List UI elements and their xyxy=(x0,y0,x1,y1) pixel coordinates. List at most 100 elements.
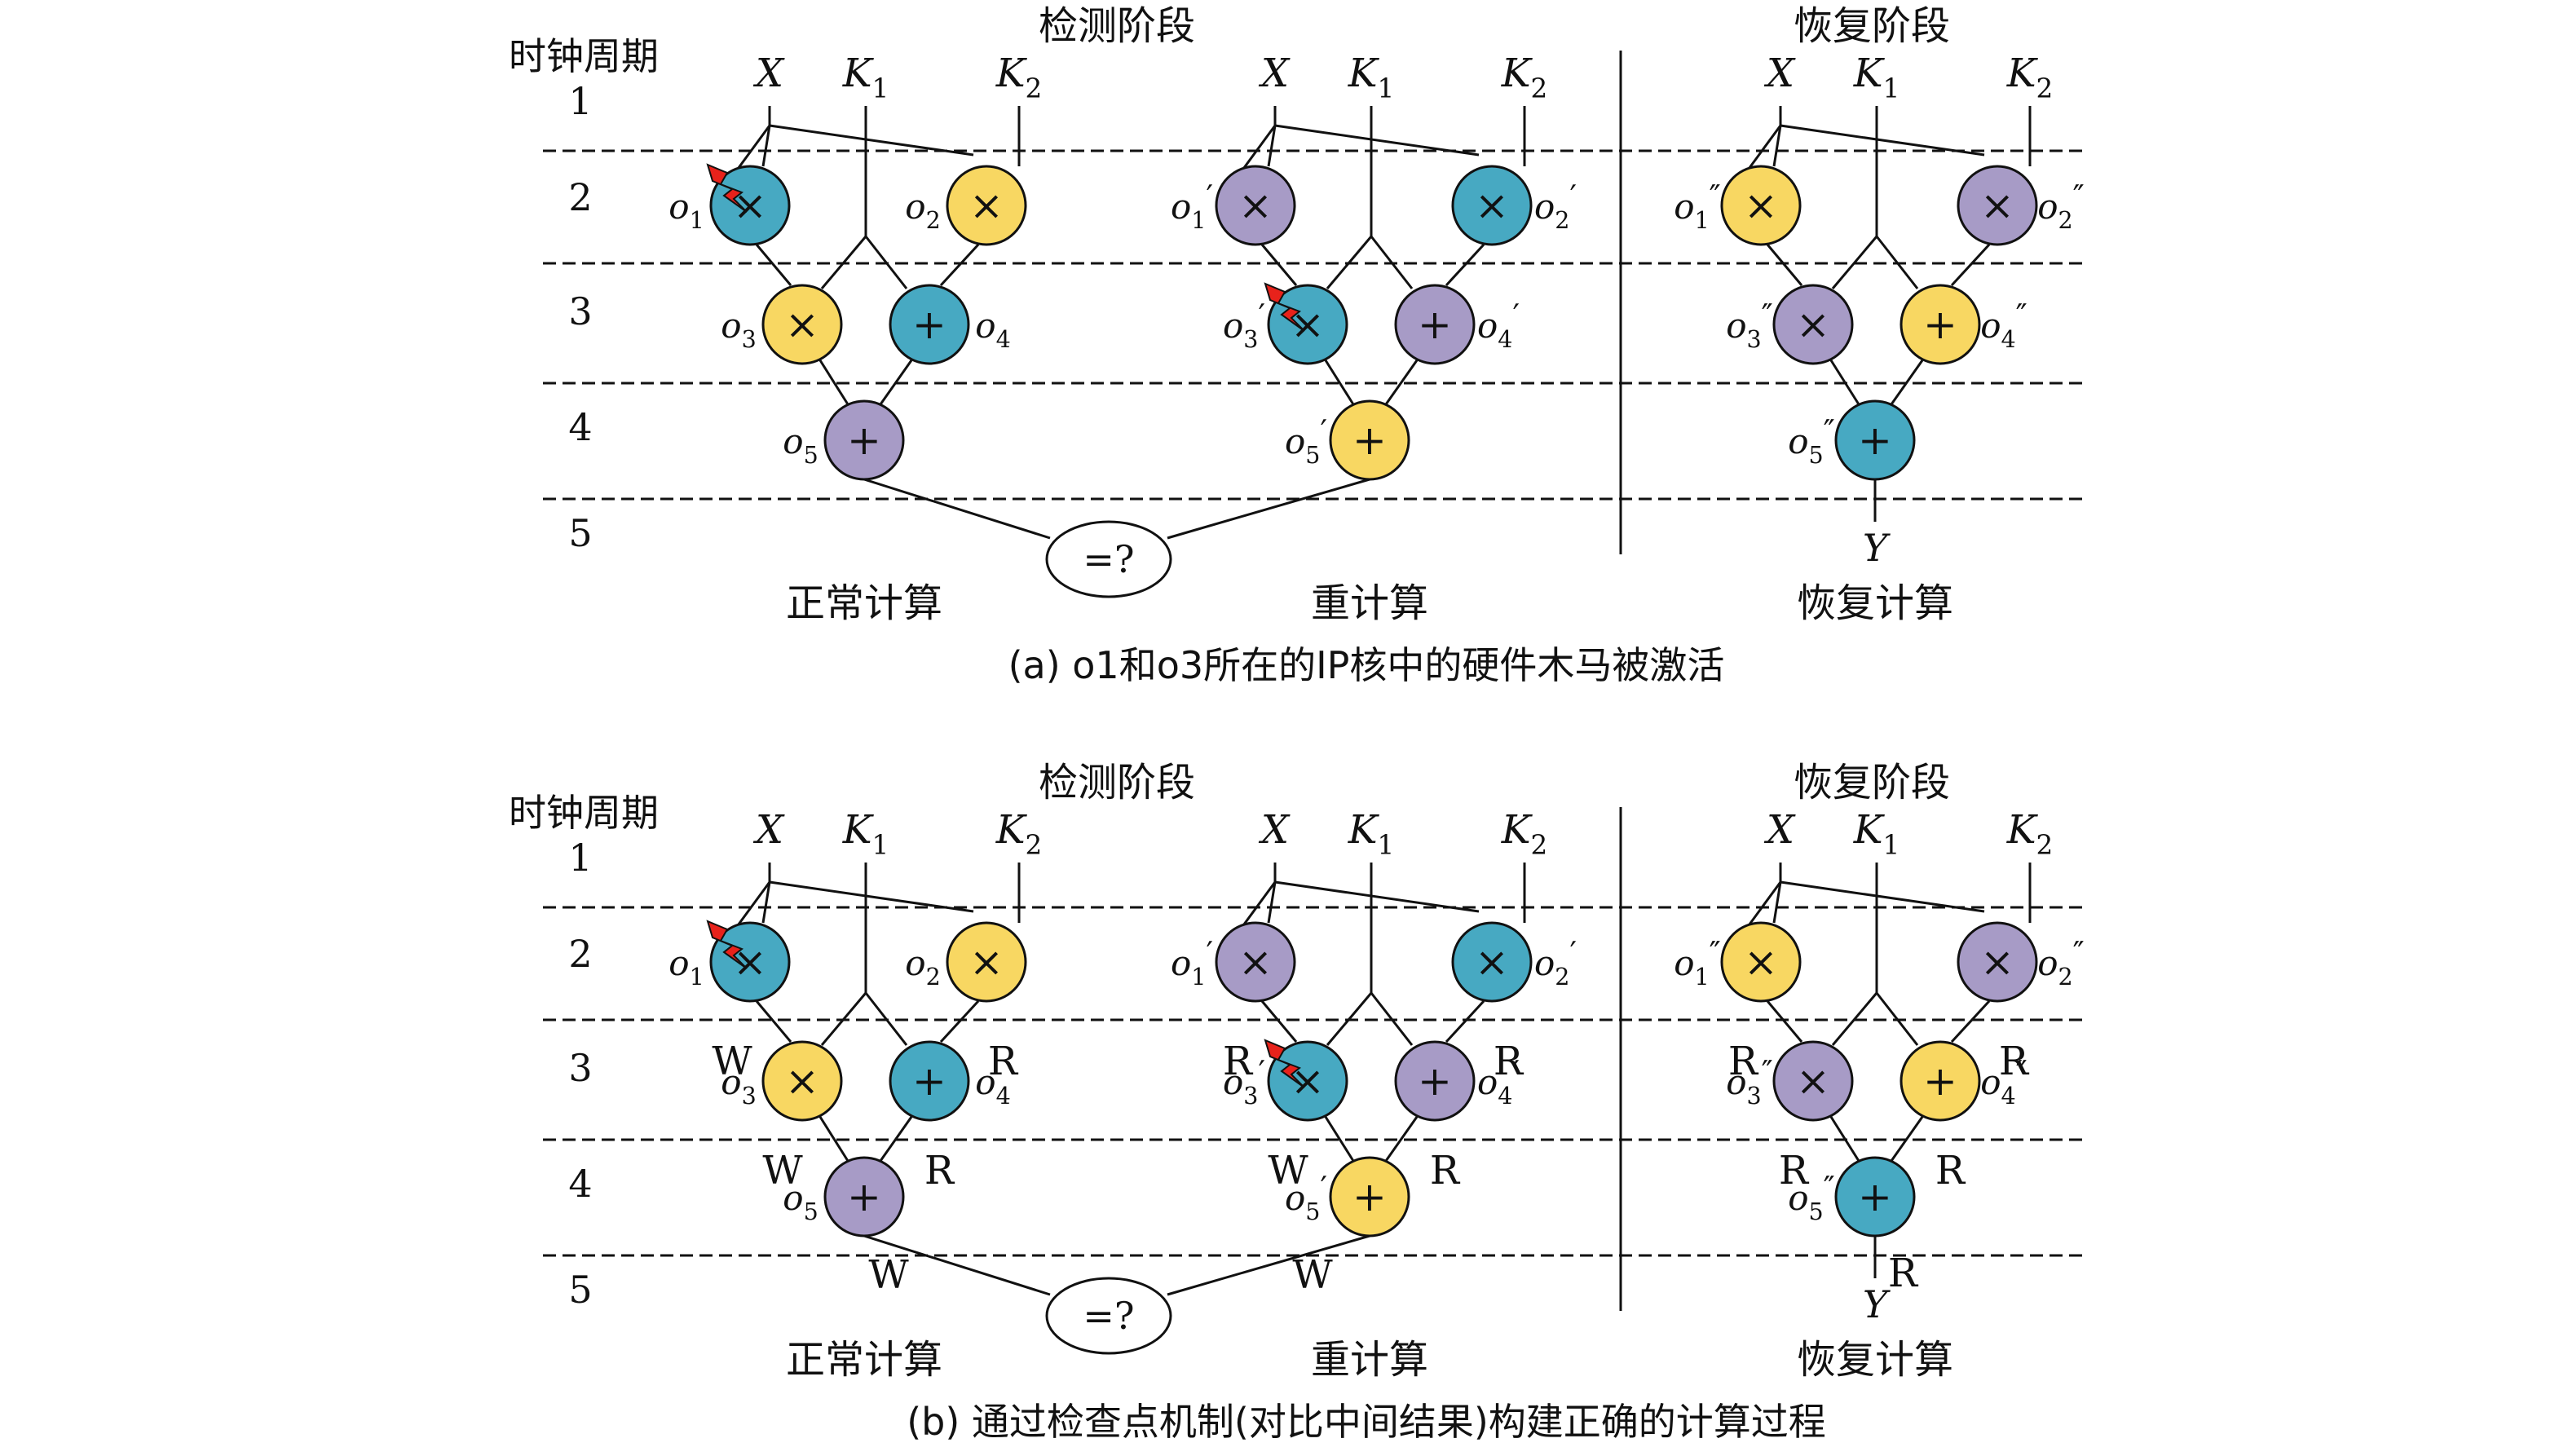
edge xyxy=(769,124,974,157)
node-label-o5: o5″ xyxy=(1788,1170,1835,1225)
operation-node-o1 xyxy=(709,165,791,246)
edge xyxy=(1238,881,1277,932)
operator-symbol: + xyxy=(912,1057,946,1105)
cycle-number: 3 xyxy=(568,289,592,333)
edge xyxy=(732,881,771,932)
node-label-o1: o1′ xyxy=(1171,935,1213,991)
edge xyxy=(761,125,771,167)
edge xyxy=(1772,125,1782,167)
cycle-number: 2 xyxy=(568,932,592,976)
edge xyxy=(1384,1116,1419,1162)
edge xyxy=(755,244,792,286)
node-label-o2: o2 xyxy=(905,943,940,991)
recovery-computation-label: 恢复计算 xyxy=(1797,1337,1953,1383)
edge xyxy=(1743,881,1782,932)
edge xyxy=(1950,243,1991,287)
input-x: X xyxy=(1763,807,1796,853)
read-marker: R xyxy=(1223,1039,1254,1084)
operation-node-o3 xyxy=(1267,1040,1348,1122)
edge xyxy=(939,999,980,1043)
hardware-trojan-icon xyxy=(1264,1039,1305,1088)
node-label-o4: o4 xyxy=(975,1062,1010,1110)
operation-node-o1 xyxy=(709,921,791,1003)
operator-symbol: × xyxy=(1238,182,1273,229)
node-label-o1: o1 xyxy=(668,943,704,991)
operator-symbol: + xyxy=(1352,1173,1387,1220)
edge xyxy=(818,360,849,405)
operation-node-o3 xyxy=(761,284,843,365)
recomputation-label: 重计算 xyxy=(1311,1337,1428,1383)
node-label-o5: o5′ xyxy=(1285,413,1327,469)
edge xyxy=(755,1000,792,1043)
clock-cycle-header: 时钟周期 xyxy=(509,34,659,78)
operator-symbol: + xyxy=(1352,417,1387,464)
normal-computation-label: 正常计算 xyxy=(786,1337,942,1383)
operator-symbol: × xyxy=(1796,301,1830,348)
read-marker: R xyxy=(1779,1148,1810,1193)
input-k1: K1 xyxy=(842,807,889,860)
edge xyxy=(1274,124,1480,157)
operation-node-o4 xyxy=(1900,1040,1981,1122)
output-y: Y xyxy=(1863,1282,1891,1326)
node-label-o4: o4 xyxy=(975,306,1010,353)
node-label-o5: o5′ xyxy=(1285,1170,1327,1225)
edge xyxy=(879,360,913,405)
edge xyxy=(879,1116,913,1162)
input-k2: K2 xyxy=(1501,807,1548,860)
operation-node-o3 xyxy=(1772,284,1854,365)
edge xyxy=(769,880,974,913)
cycle-number: 1 xyxy=(568,79,592,123)
edge xyxy=(1829,1116,1860,1162)
operator-symbol: + xyxy=(1858,1173,1892,1220)
read-marker: R xyxy=(1430,1148,1461,1193)
operator-symbol: × xyxy=(969,938,1004,986)
input-k1: K1 xyxy=(1348,51,1395,104)
node-label-o1: o1″ xyxy=(1674,935,1721,991)
edge xyxy=(864,236,908,289)
input-k2: K2 xyxy=(1501,51,1548,104)
operator-symbol: + xyxy=(1418,301,1452,348)
hardware-trojan-icon xyxy=(706,920,748,969)
edge xyxy=(1950,999,1991,1043)
operator-symbol: × xyxy=(1475,938,1509,986)
edge xyxy=(1267,881,1277,924)
write-marker: W xyxy=(1292,1252,1333,1298)
operator-symbol: + xyxy=(912,301,946,348)
read-marker: R xyxy=(1494,1039,1524,1084)
node-label-o3: o3 xyxy=(721,306,756,353)
operation-node-o3 xyxy=(761,1040,843,1122)
operator-symbol: × xyxy=(969,182,1004,229)
input-k1: K1 xyxy=(1348,807,1395,860)
operation-node-o4 xyxy=(889,284,970,365)
operator-symbol: × xyxy=(785,1057,819,1105)
node-label-o3: o3′ xyxy=(1223,298,1265,353)
cycle-number: 2 xyxy=(568,175,592,219)
edge xyxy=(863,478,1051,540)
operation-node-o2 xyxy=(946,165,1027,246)
edge xyxy=(1267,125,1277,167)
cycle-number: 5 xyxy=(568,511,592,555)
operation-node-o2 xyxy=(946,921,1027,1003)
node-label-o3: o3″ xyxy=(1726,298,1773,353)
input-x: X xyxy=(1258,807,1291,853)
edge xyxy=(1831,992,1878,1046)
read-marker: R xyxy=(1728,1039,1759,1084)
node-label-o3: o3′ xyxy=(1223,1054,1265,1110)
comparator-symbol: =? xyxy=(1083,537,1134,581)
output-y: Y xyxy=(1863,526,1891,570)
operation-node-o2 xyxy=(1451,165,1533,246)
input-k2: K2 xyxy=(995,807,1043,860)
operation-node-o4 xyxy=(1394,1040,1476,1122)
input-x: X xyxy=(752,807,785,853)
read-marker: R xyxy=(988,1039,1019,1084)
operator-symbol: × xyxy=(785,301,819,348)
operator-symbol: × xyxy=(1796,1057,1830,1105)
operation-node-o1 xyxy=(1720,165,1802,246)
operator-symbol: × xyxy=(1238,938,1273,986)
node-label-o2: o2″ xyxy=(2037,179,2085,234)
cycle-number: 1 xyxy=(568,836,592,880)
comparator-symbol: =? xyxy=(1083,1294,1134,1338)
